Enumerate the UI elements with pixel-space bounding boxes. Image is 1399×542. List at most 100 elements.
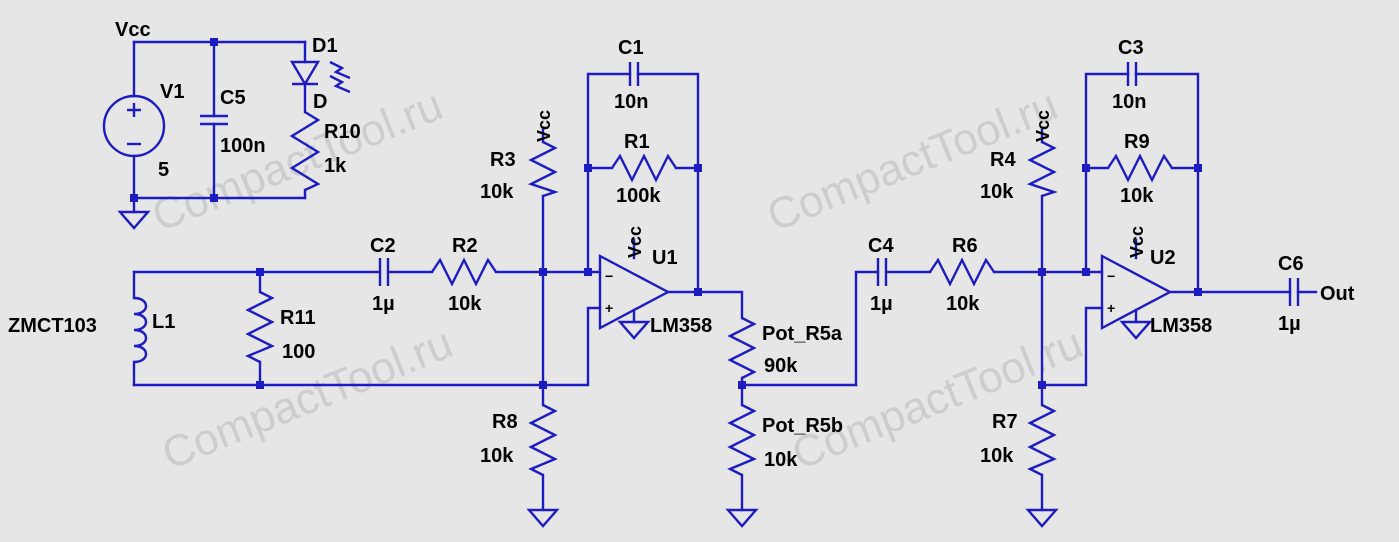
r4-name: R4 bbox=[990, 149, 1016, 171]
minus-sign: − bbox=[605, 268, 613, 284]
inductor-l1 bbox=[133, 296, 148, 364]
wire bbox=[666, 290, 744, 320]
junction bbox=[210, 194, 218, 202]
r4-value: 10k bbox=[980, 181, 1014, 203]
r3-vcc-label: Vcc bbox=[534, 110, 554, 142]
r1-value: 100k bbox=[616, 185, 661, 207]
stage-one: − + ZMCT103 L1 R11 100 C2 1µ R2 10k bbox=[8, 37, 858, 528]
v1-value: 5 bbox=[158, 159, 169, 181]
resistor-r4 bbox=[1026, 140, 1058, 198]
r11-name: R11 bbox=[280, 307, 316, 329]
out-label: Out bbox=[1320, 283, 1355, 305]
junction bbox=[694, 288, 702, 296]
v1-name: V1 bbox=[160, 81, 184, 103]
junction bbox=[584, 164, 592, 172]
resistor-r8 bbox=[528, 403, 558, 477]
watermark: CompactTool.ru bbox=[145, 80, 449, 241]
pot-r5a-name: Pot_R5a bbox=[762, 323, 843, 345]
r9-name: R9 bbox=[1124, 131, 1150, 153]
junction bbox=[1194, 164, 1202, 172]
voltage-source-v1 bbox=[102, 94, 166, 158]
wire bbox=[586, 72, 700, 294]
c5-value: 100n bbox=[220, 135, 266, 157]
resistor-r11 bbox=[245, 290, 275, 364]
r9-value: 10k bbox=[1120, 185, 1154, 207]
resistor-r10 bbox=[289, 110, 321, 192]
ground-icon bbox=[526, 508, 560, 528]
junction bbox=[1082, 164, 1090, 172]
resistor-r7 bbox=[1027, 403, 1057, 477]
capacitor-c6 bbox=[1288, 278, 1300, 306]
capacitor-c5 bbox=[200, 114, 228, 126]
r11-value: 100 bbox=[282, 341, 315, 363]
voltage-source-symbol bbox=[102, 94, 166, 158]
resistor-r3 bbox=[527, 140, 559, 198]
junction bbox=[738, 381, 746, 389]
vcc-label: Vcc bbox=[115, 19, 151, 41]
r7-name: R7 bbox=[992, 411, 1018, 433]
r10-name: R10 bbox=[324, 121, 361, 143]
capacitor-c1 bbox=[628, 62, 640, 86]
c1-name: C1 bbox=[618, 37, 644, 59]
plus-icon bbox=[127, 103, 141, 117]
ground-icon bbox=[117, 210, 151, 230]
capacitor-c2 bbox=[378, 258, 390, 286]
c1-value: 10n bbox=[614, 91, 648, 113]
junction bbox=[256, 268, 264, 276]
junction bbox=[539, 381, 547, 389]
c6-value: 1µ bbox=[1278, 313, 1301, 335]
c3-value: 10n bbox=[1112, 91, 1146, 113]
u1-vcc-label: Vcc bbox=[625, 226, 645, 258]
plus-sign: + bbox=[1107, 300, 1115, 316]
junction bbox=[694, 164, 702, 172]
resistor-pot-r5a bbox=[727, 316, 757, 380]
power-section: Vcc V1 5 C5 100n D1 D R10 1k bbox=[102, 19, 361, 230]
resistor-r1 bbox=[611, 153, 677, 183]
ground-icon bbox=[725, 508, 759, 528]
resistor-r6 bbox=[929, 257, 995, 287]
c5-name: C5 bbox=[220, 87, 246, 109]
junction bbox=[256, 381, 264, 389]
opamp-u2: − + bbox=[1100, 238, 1173, 340]
c4-name: C4 bbox=[868, 235, 894, 257]
r6-value: 10k bbox=[946, 293, 980, 315]
junction bbox=[210, 38, 218, 46]
c2-name: C2 bbox=[370, 235, 396, 257]
pot-r5b-name: Pot_R5b bbox=[762, 415, 843, 437]
pot-r5a-value: 90k bbox=[764, 355, 798, 377]
r3-value: 10k bbox=[480, 181, 514, 203]
wire bbox=[1040, 306, 1104, 387]
junction bbox=[1082, 268, 1090, 276]
u2-vcc-label: Vcc bbox=[1127, 226, 1147, 258]
plus-sign: + bbox=[605, 300, 613, 316]
stage-two: − + C4 1µ R6 10k R4 10k Vcc C3 10n R9 10… bbox=[854, 37, 1355, 528]
junction bbox=[539, 268, 547, 276]
pot-r5b-value: 10k bbox=[764, 449, 798, 471]
d1-name: D1 bbox=[312, 35, 338, 57]
ground-icon bbox=[617, 320, 651, 340]
ground-icon bbox=[1119, 320, 1153, 340]
resistor-r9 bbox=[1107, 153, 1173, 183]
opamp-u1: − + bbox=[598, 238, 671, 340]
junction bbox=[130, 194, 138, 202]
r10-value: 1k bbox=[324, 155, 347, 177]
junction bbox=[584, 268, 592, 276]
r7-value: 10k bbox=[980, 445, 1014, 467]
minus-sign: − bbox=[1107, 268, 1115, 284]
c3-name: C3 bbox=[1118, 37, 1144, 59]
r4-vcc-label: Vcc bbox=[1033, 110, 1053, 142]
wire bbox=[132, 306, 602, 387]
l1-name: L1 bbox=[152, 311, 175, 333]
d1-type: D bbox=[313, 91, 327, 113]
r8-value: 10k bbox=[480, 445, 514, 467]
junction bbox=[1038, 381, 1046, 389]
r2-name: R2 bbox=[452, 235, 478, 257]
r8-name: R8 bbox=[492, 411, 518, 433]
light-arrow-icon bbox=[329, 74, 351, 94]
watermark: CompactTool.ru bbox=[760, 80, 1064, 241]
u2-name: U2 bbox=[1150, 247, 1176, 269]
r1-name: R1 bbox=[624, 131, 650, 153]
capacitor-c3 bbox=[1126, 62, 1138, 86]
